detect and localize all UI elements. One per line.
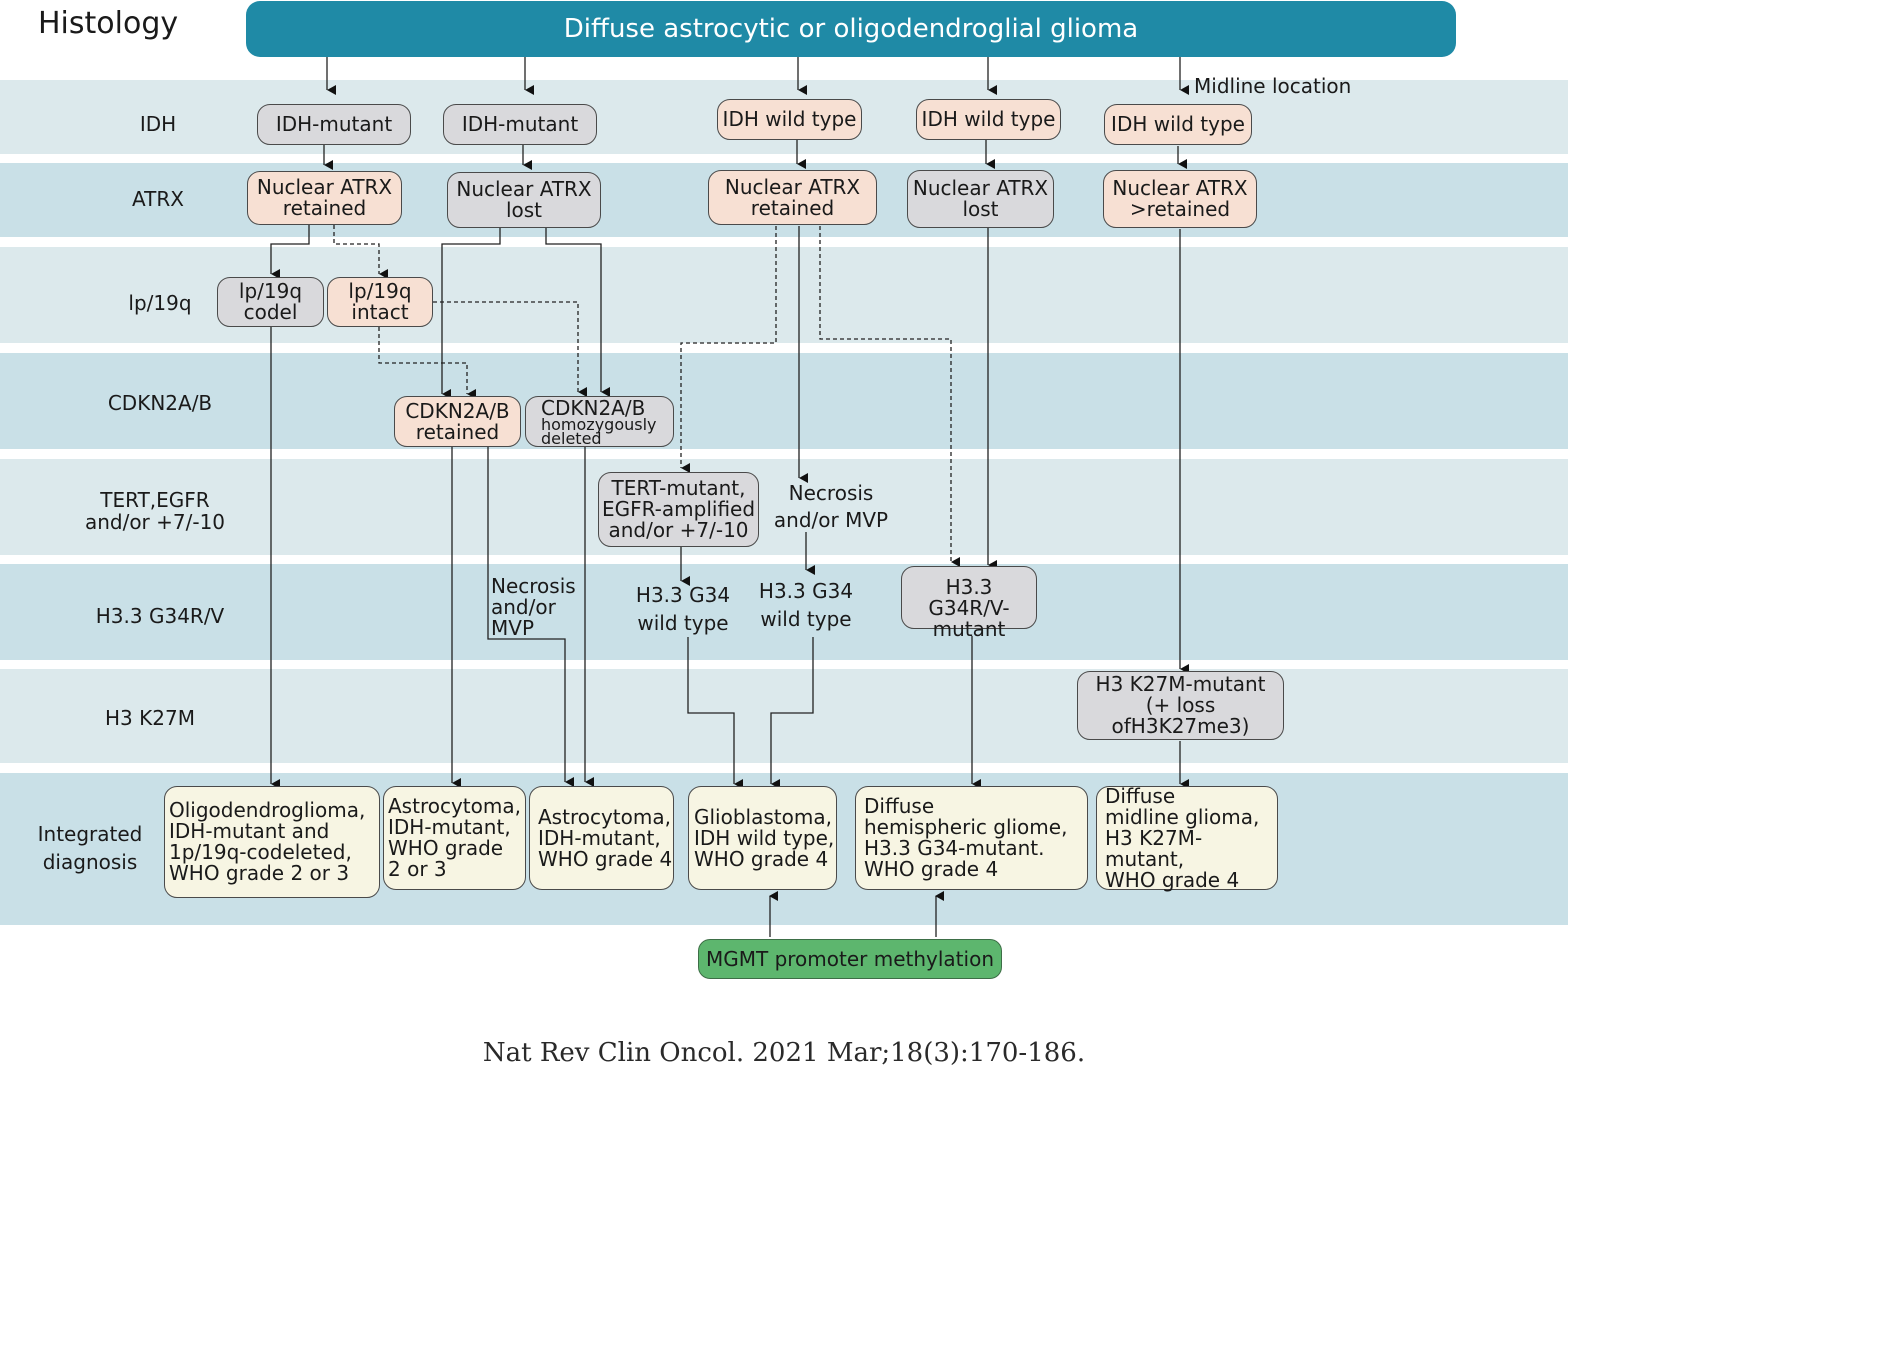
- atrx-retained-node-1: Nuclear ATRX retained: [247, 171, 402, 225]
- cdkn-deleted-subtitle: homozygously deleted: [541, 414, 657, 448]
- idh-mutant-node-1: IDH-mutant: [257, 104, 411, 145]
- atrx-retained-node-3: Nuclear ATRX >retained: [1103, 170, 1257, 228]
- connector-lines: [270, 57, 1189, 937]
- intact-node: lp/19q intact: [327, 277, 433, 327]
- diagnosis-midline-glioma: Diffuse midline glioma, H3 K27M-mutant, …: [1096, 785, 1278, 890]
- necrosis-mvp-label-left: Necrosis and/or MVP: [491, 574, 576, 640]
- row-label-tert: TERT,EGFR and/or +7/-10: [84, 488, 226, 534]
- idh-mutant-node-2: IDH-mutant: [443, 104, 597, 145]
- codel-node: lp/19q codel: [217, 277, 324, 327]
- h33-mutant-node: H3.3 G34R/V- mutant: [901, 566, 1037, 640]
- atrx-lost-node-2: Nuclear ATRX lost: [907, 170, 1054, 228]
- tert-egfr-node: TERT-mutant, EGFR-amplified and/or +7/-1…: [598, 472, 759, 547]
- atrx-retained-node-2: Nuclear ATRX retained: [708, 170, 877, 225]
- idh-wildtype-node-2: IDH wild type: [916, 99, 1061, 140]
- h33-wildtype-label-2: H3.3 G34 wild type: [758, 579, 854, 631]
- histology-label: Histology: [38, 6, 179, 41]
- mgmt-methylation-node: MGMT promoter methylation: [698, 939, 1002, 979]
- citation: Nat Rev Clin Oncol. 2021 Mar;18(3):170-1…: [482, 1038, 1086, 1068]
- diagnosis-glioblastoma: Glioblastoma, IDH wild type, WHO grade 4: [688, 786, 837, 890]
- diagnosis-astrocytoma-grade-2-3: Astrocytoma, IDH-mutant, WHO grade 2 or …: [383, 786, 526, 890]
- row-label-idh: IDH: [139, 112, 177, 136]
- diagnosis-oligodendroglioma: Oligodendroglioma, IDH-mutant and 1p/19q…: [164, 786, 380, 898]
- band-cdkn: [0, 353, 1568, 449]
- band-h33: [0, 564, 1568, 660]
- row-label-atrx: ATRX: [132, 187, 184, 211]
- row-label-codel: lp/19q: [128, 291, 192, 315]
- atrx-lost-node-1: Nuclear ATRX lost: [447, 172, 601, 228]
- idh-wildtype-node-1: IDH wild type: [717, 99, 862, 140]
- necrosis-mvp-label: Necrosis and/or MVP: [773, 481, 889, 532]
- diagnosis-astrocytoma-grade-4: Astrocytoma, IDH-mutant, WHO grade 4: [529, 786, 674, 890]
- band-k27m: [0, 669, 1568, 763]
- cdkn-deleted-node: CDKN2A/B homozygously deleted: [525, 396, 674, 447]
- diagram-header: Diffuse astrocytic or oligodendroglial g…: [246, 1, 1456, 57]
- row-label-cdkn: CDKN2A/B: [107, 391, 213, 415]
- cdkn-deleted-title: CDKN2A/B: [541, 395, 646, 420]
- h33-wildtype-label-1: H3.3 G34 wild type: [635, 583, 731, 635]
- diagnosis-hemispheric-glioma: Diffuse hemispheric gliome, H3.3 G34-mut…: [855, 786, 1088, 890]
- band-tert: [0, 459, 1568, 555]
- k27m-node: H3 K27M-mutant (+ loss ofH3K27me3): [1077, 671, 1284, 740]
- cdkn-retained-node: CDKN2A/B retained: [394, 396, 521, 447]
- row-label-k27m: H3 K27M: [105, 706, 195, 730]
- midline-location-label: Midline location: [1194, 74, 1352, 98]
- idh-wildtype-node-3: IDH wild type: [1104, 104, 1252, 145]
- row-label-diagnosis: Integrated diagnosis: [37, 822, 143, 874]
- row-label-h33: H3.3 G34R/V: [95, 604, 225, 628]
